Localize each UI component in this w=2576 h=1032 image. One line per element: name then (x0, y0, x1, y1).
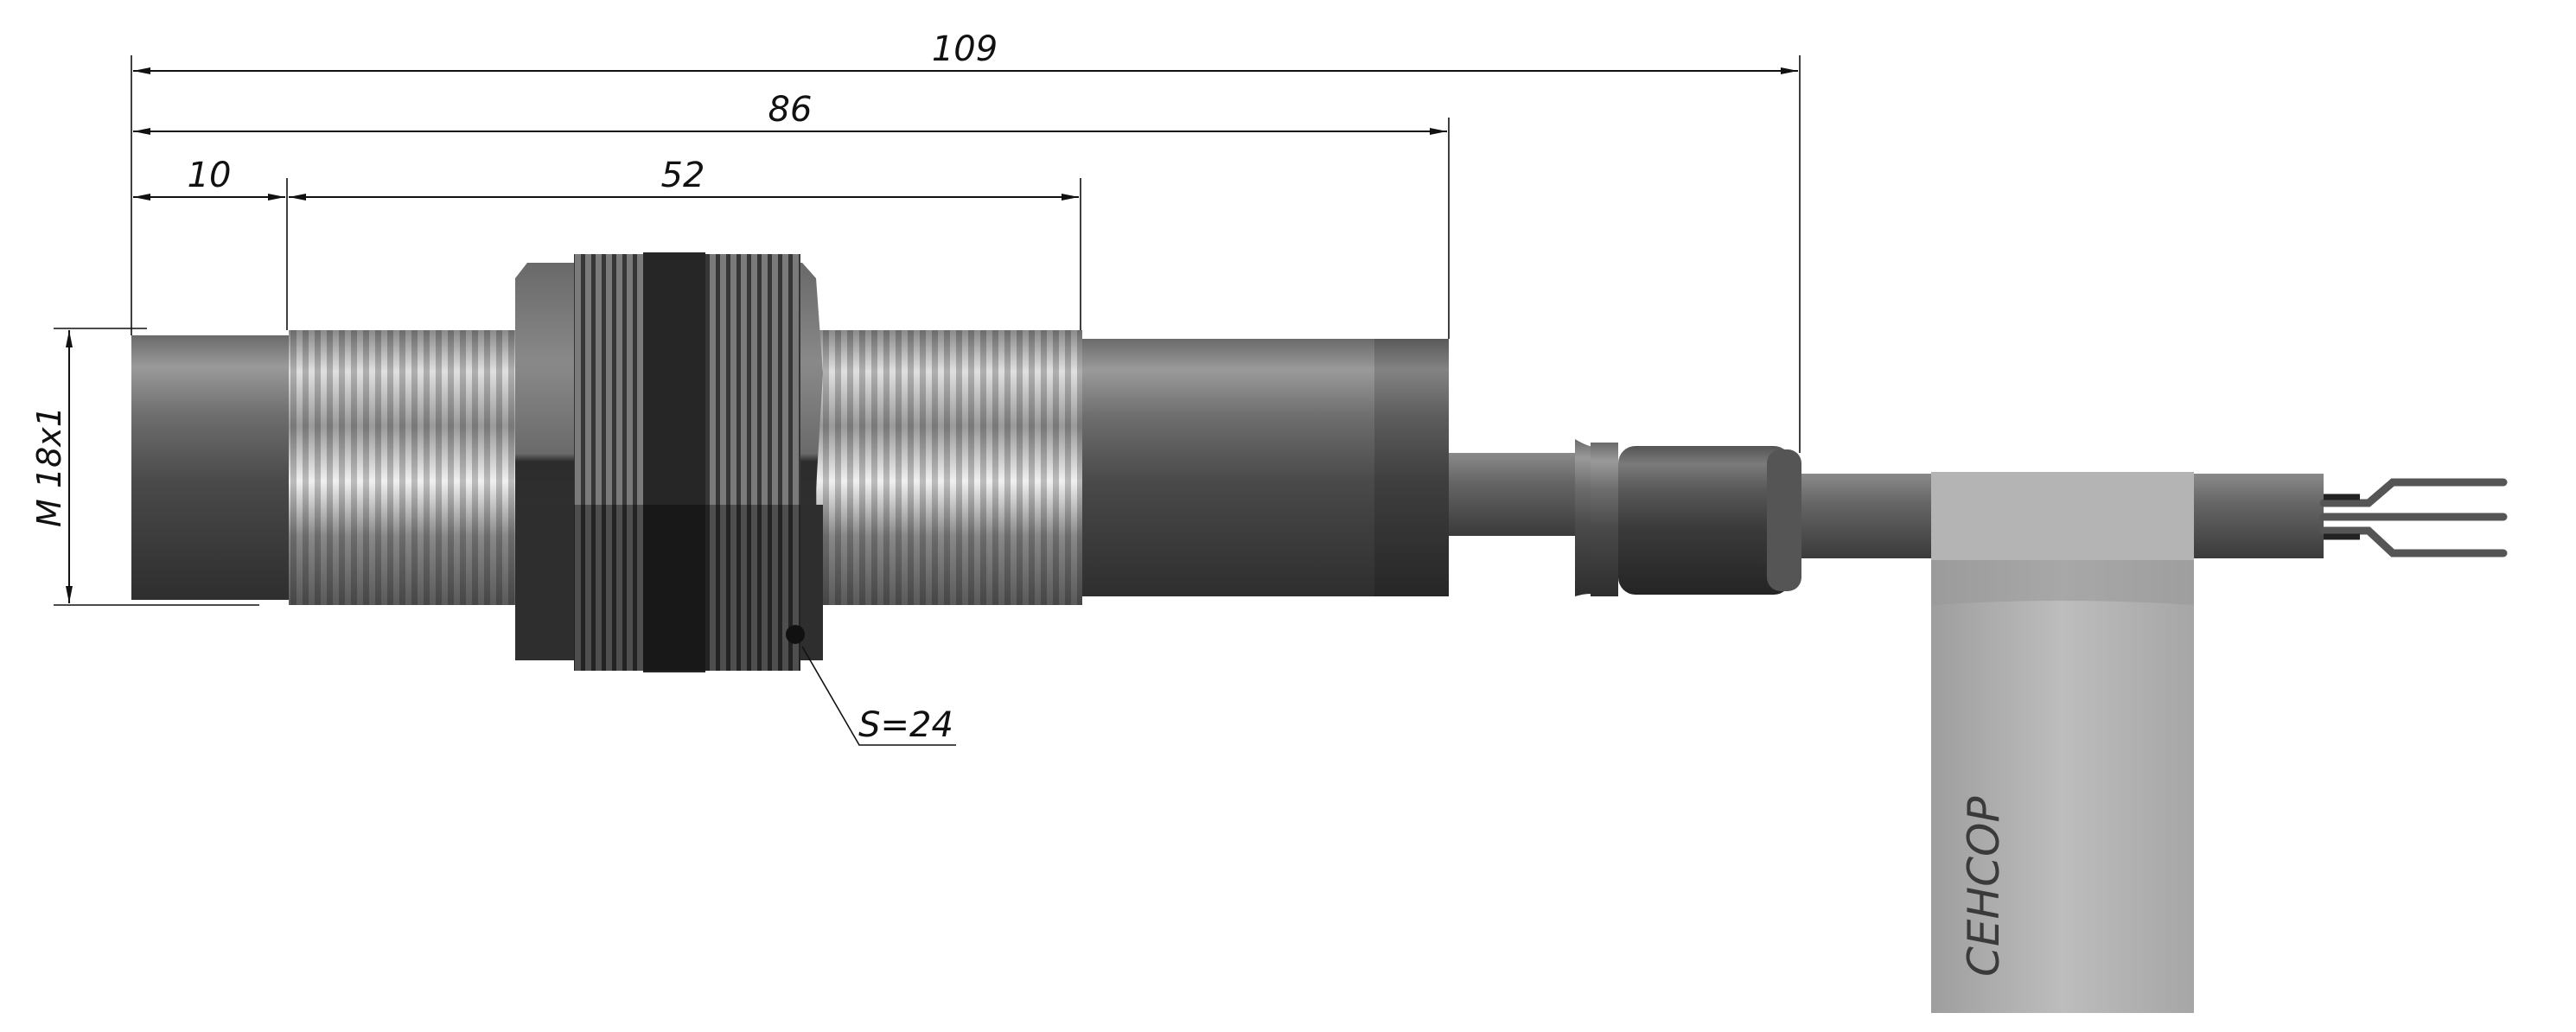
end-cap (1374, 339, 1449, 596)
label-sleeve (1931, 472, 2194, 560)
hex-nut-assembly (515, 252, 823, 672)
wrench-point (786, 625, 805, 644)
dim-overall-length: 109 (932, 29, 998, 69)
cable-gland-neck (1449, 453, 1578, 536)
dim-wrench-size: S=24 (858, 705, 953, 745)
label-tag-text: СЕНСОР (1959, 796, 2009, 977)
dim-thread-spec: M 18x1 (30, 406, 68, 527)
rear-barrel (1082, 339, 1374, 596)
extension-lines (54, 55, 1801, 746)
label-tag (1931, 560, 2194, 1013)
dim-body-length: 86 (768, 90, 813, 130)
center-washer (643, 252, 705, 672)
dimension-labels: 109 86 10 52 M 18x1 S=24 (30, 29, 998, 745)
gland-nut (1618, 446, 1791, 595)
dim-thread-length: 52 (661, 156, 705, 195)
cable-label: СЕНСОР (1931, 472, 2194, 1013)
sensing-face (131, 335, 289, 600)
dim-thread-offset: 10 (188, 156, 232, 195)
wire-ends (2319, 478, 2508, 557)
dimension-lines (66, 67, 1798, 603)
